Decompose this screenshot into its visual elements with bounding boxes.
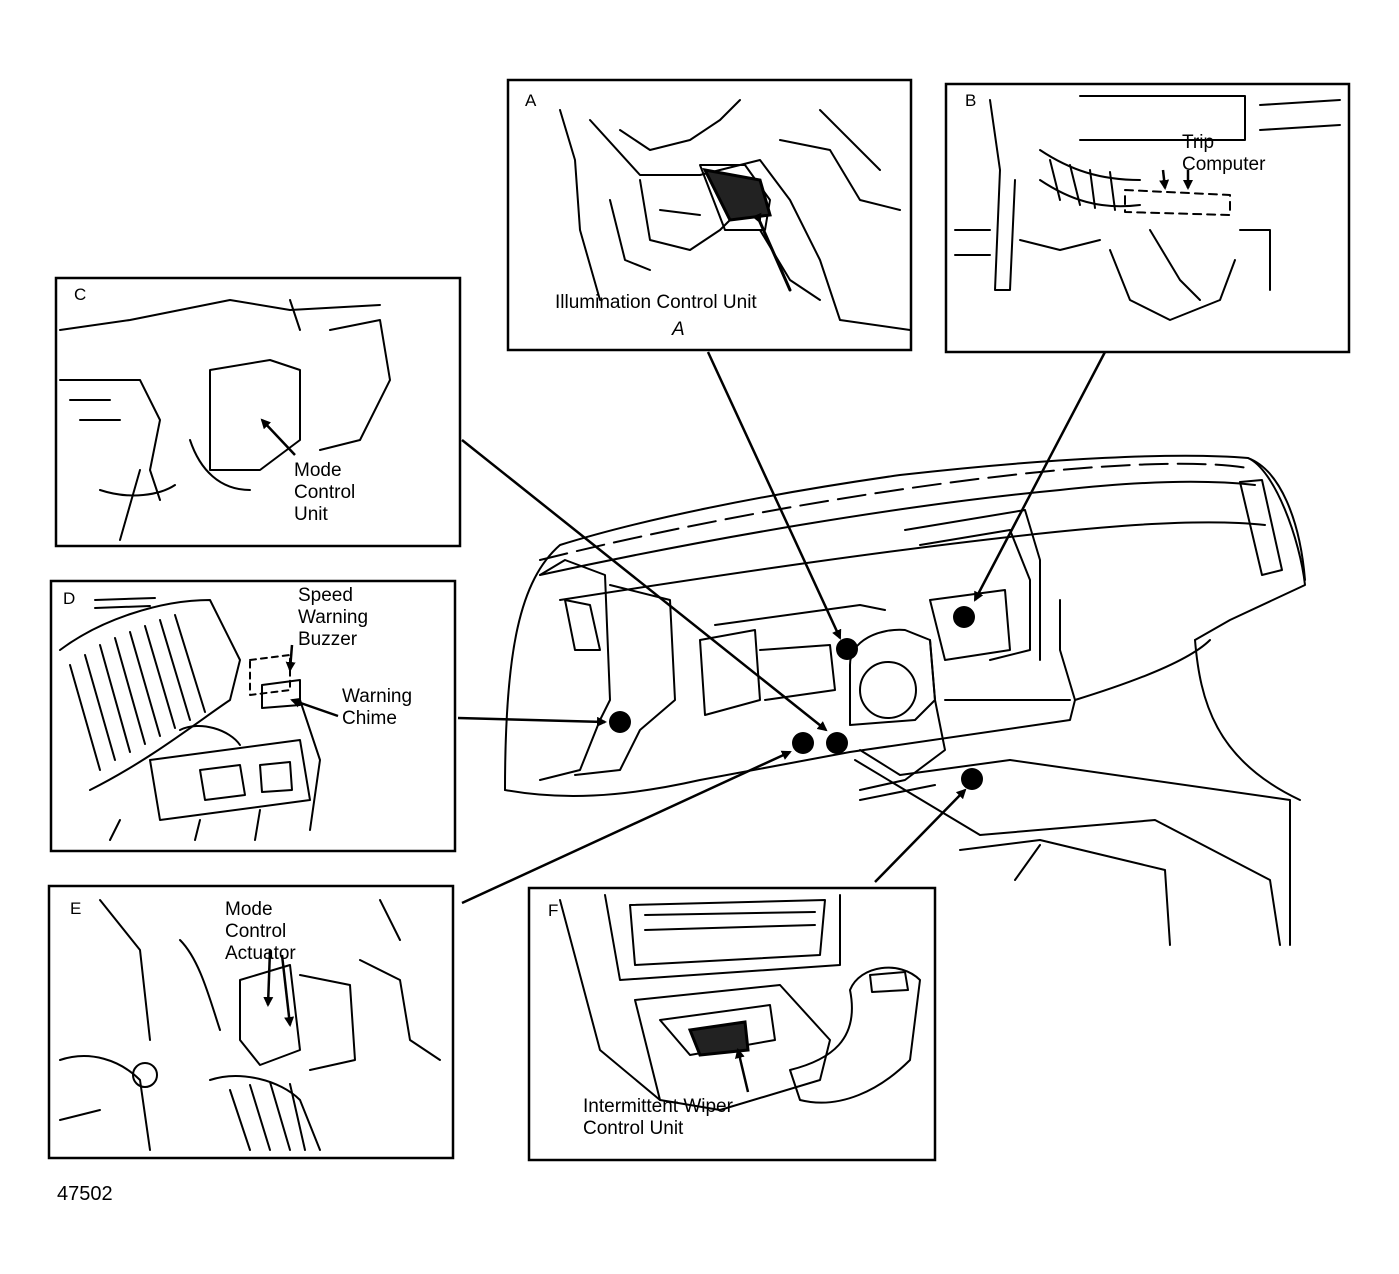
panel-c: C Mode Control Unit [54, 276, 462, 548]
leader-e [461, 750, 792, 905]
trip-computer-label-line1: Trip [1182, 132, 1214, 153]
location-dot-c [826, 732, 848, 754]
panel-c-letter: C [74, 285, 86, 304]
panel-a: A Illumination Control Unit A [506, 78, 913, 352]
intermittent-wiper-label-line1: Intermittent Wiper [583, 1096, 734, 1117]
location-dot-e [792, 732, 814, 754]
speed-warning-buzzer-label-line2: Warning [298, 607, 368, 628]
location-dot-a [836, 638, 858, 660]
trip-computer-label-line2: Computer [1182, 154, 1266, 175]
panel-e-letter: E [70, 899, 81, 918]
mode-control-unit-label-line2: Control [294, 482, 355, 503]
location-dots [609, 606, 983, 790]
leader-a [706, 351, 842, 640]
leader-lines [457, 351, 1107, 905]
leader-d [457, 716, 607, 727]
illumination-control-unit-label: Illumination Control Unit [555, 292, 757, 313]
illumination-sub-mark: A [671, 319, 685, 340]
intermittent-wiper-label-line2: Control Unit [583, 1118, 684, 1139]
figure-number: 47502 [57, 1183, 113, 1205]
location-dot-f [961, 768, 983, 790]
panel-b-letter: B [965, 91, 976, 110]
mode-control-actuator-label-line3: Actuator [225, 943, 296, 964]
location-dot-b [953, 606, 975, 628]
panel-a-letter: A [525, 91, 537, 110]
location-dot-d [609, 711, 631, 733]
mode-control-actuator-label-line2: Control [225, 921, 286, 942]
panel-f-letter: F [548, 901, 558, 920]
panel-e: E Mode Control Actuator [47, 884, 455, 1160]
dashboard-drawing [504, 454, 1306, 946]
mode-control-unit-label-line1: Mode [294, 460, 342, 481]
warning-chime-label-line1: Warning [342, 686, 412, 707]
warning-chime-label-line2: Chime [342, 708, 397, 729]
speed-warning-buzzer-label-line3: Buzzer [298, 629, 358, 650]
panel-d-letter: D [63, 589, 75, 608]
leader-c [461, 439, 828, 732]
leader-b [973, 351, 1107, 602]
leader-f [874, 788, 967, 883]
panel-b: B Trip Computer [944, 82, 1351, 354]
speed-warning-buzzer-label-line1: Speed [298, 585, 353, 606]
panel-f: F Intermittent Wiper Control Unit [527, 886, 937, 1162]
panel-d: D Speed Warning Buzzer Warning Chime [49, 579, 457, 853]
mode-control-actuator-label-line1: Mode [225, 899, 273, 920]
mode-control-unit-label-line3: Unit [294, 504, 329, 525]
